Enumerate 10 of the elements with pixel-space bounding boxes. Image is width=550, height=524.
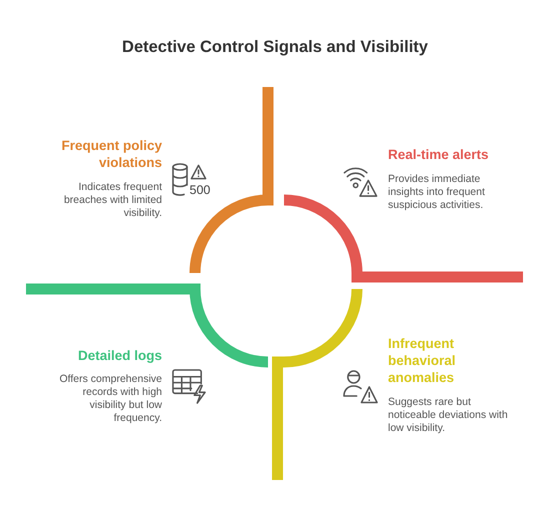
diagram-title: Detective Control Signals and Visibility [122, 37, 428, 58]
quadrant-heading: Real-time alerts [388, 146, 490, 163]
error-code-text: 500 [190, 183, 212, 197]
description-text: Offers comprehensive records with high visibility but low frequency. [58, 373, 162, 425]
description-text: Indicates frequent breaches with limited visibility. [62, 181, 162, 220]
description-text: Provides immediate insights into frequent suspicious activities. [388, 173, 486, 212]
quadrant-heading: Detailed logs [76, 347, 162, 364]
quadrant-heading: Frequent policy violations [60, 137, 162, 171]
description-text: Suggests rare but noticeable deviations with low visibility. [388, 396, 509, 435]
quadrant-heading: Infrequent behavioral anomalies [388, 335, 457, 386]
